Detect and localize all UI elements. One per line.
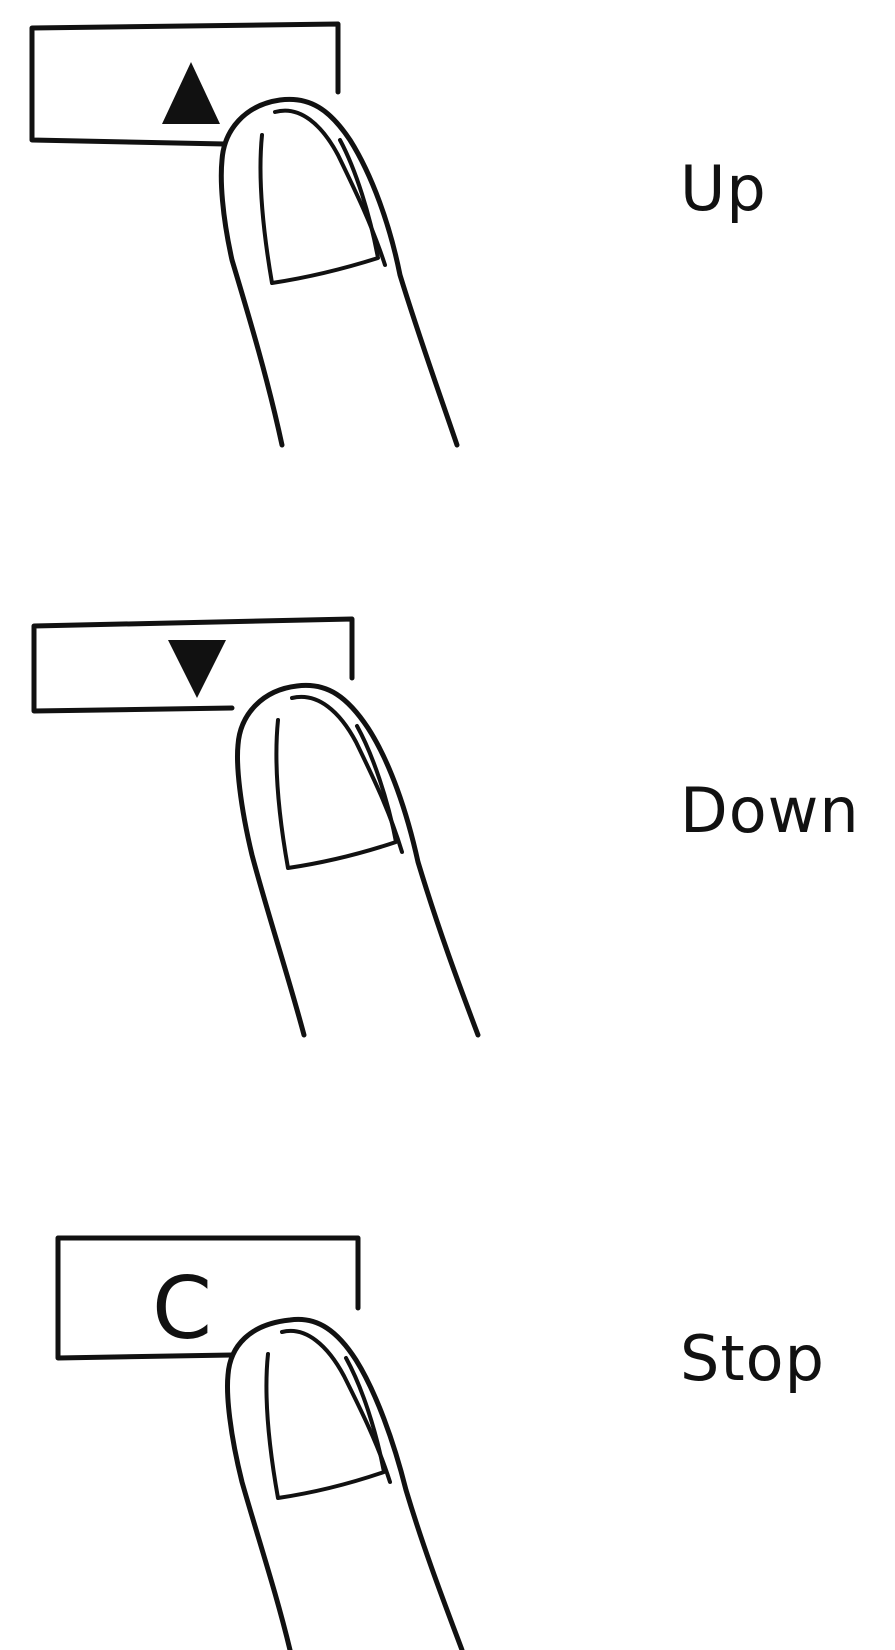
finger-icon <box>238 685 478 1035</box>
step-down: Down <box>0 590 895 1050</box>
step-up: Up <box>0 0 895 460</box>
c-key-letter: C <box>152 1259 212 1359</box>
step-stop: C Stop <box>0 1220 895 1650</box>
step-label-up: Up <box>680 158 767 220</box>
c-key-press-illustration: C <box>0 1220 895 1650</box>
finger-icon <box>221 99 457 445</box>
up-triangle-icon <box>162 62 220 124</box>
step-label-down: Down <box>680 780 860 842</box>
finger-icon <box>228 1319 462 1650</box>
down-triangle-icon <box>168 640 226 698</box>
up-key-press-illustration <box>0 0 895 460</box>
step-label-stop: Stop <box>680 1328 825 1390</box>
